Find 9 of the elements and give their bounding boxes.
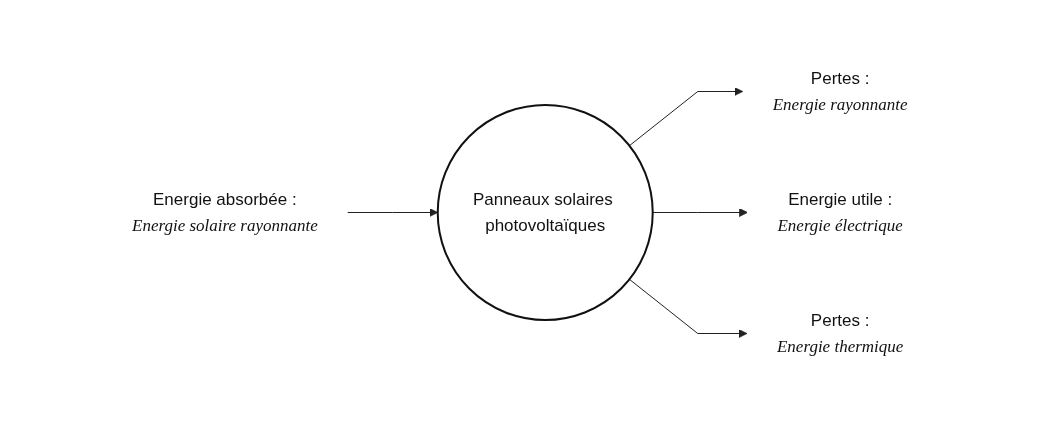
node-circle: Panneaux solaires photovoltaïques (436, 103, 654, 321)
arrow (629, 86, 744, 146)
arrow (652, 207, 749, 217)
node-text: Pertes : Energie rayonnante (772, 68, 908, 113)
arrow (629, 278, 748, 338)
node-text: Energie absorbée : Energie solaire rayonnante (132, 189, 318, 234)
node-text: Pertes : Energie thermique (777, 310, 904, 355)
node-text: Energie utile : Energie électrique (777, 189, 904, 234)
arrow (347, 207, 439, 217)
